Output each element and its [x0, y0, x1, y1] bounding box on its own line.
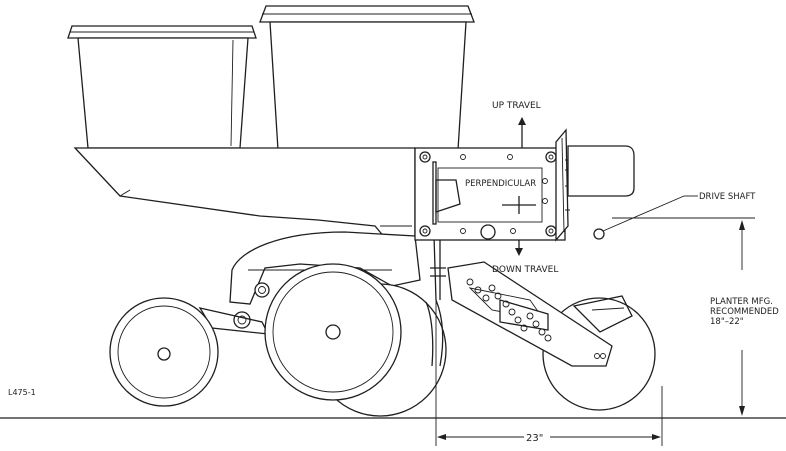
mounting-bracket — [414, 128, 570, 242]
gauge-wheel-left — [109, 297, 219, 407]
up-travel-label: UP TRAVEL — [492, 101, 541, 111]
perpendicular-label: PERPENDICULAR — [465, 179, 536, 189]
right-seed-hopper — [259, 5, 475, 151]
seed-tube — [425, 235, 446, 367]
left-seed-hopper — [67, 25, 257, 149]
height-dimension — [612, 217, 755, 416]
planter-mfg-line2: RECOMMENDED — [710, 307, 779, 317]
pivot-bolt — [254, 282, 270, 298]
arm-bolt — [233, 311, 251, 329]
downforce-arm — [447, 261, 613, 367]
planter-mfg-line1: PLANTER MFG. — [710, 297, 773, 307]
main-gauge-wheel — [264, 263, 402, 401]
drive-shaft-leader — [602, 195, 698, 232]
down-travel-label: DOWN TRAVEL — [492, 265, 558, 275]
width-dimension — [435, 300, 663, 446]
drive-housing — [567, 145, 635, 240]
drive-shaft-end — [593, 228, 605, 240]
dimension-23-label: 23" — [526, 433, 543, 444]
up-travel-arrow — [518, 117, 526, 148]
down-travel-arrow — [515, 240, 523, 256]
drive-shaft-label: DRIVE SHAFT — [699, 192, 756, 202]
planter-frame — [73, 147, 416, 239]
part-number: L475-1 — [8, 388, 36, 397]
planter-mfg-line3: 18"–22" — [710, 317, 744, 327]
